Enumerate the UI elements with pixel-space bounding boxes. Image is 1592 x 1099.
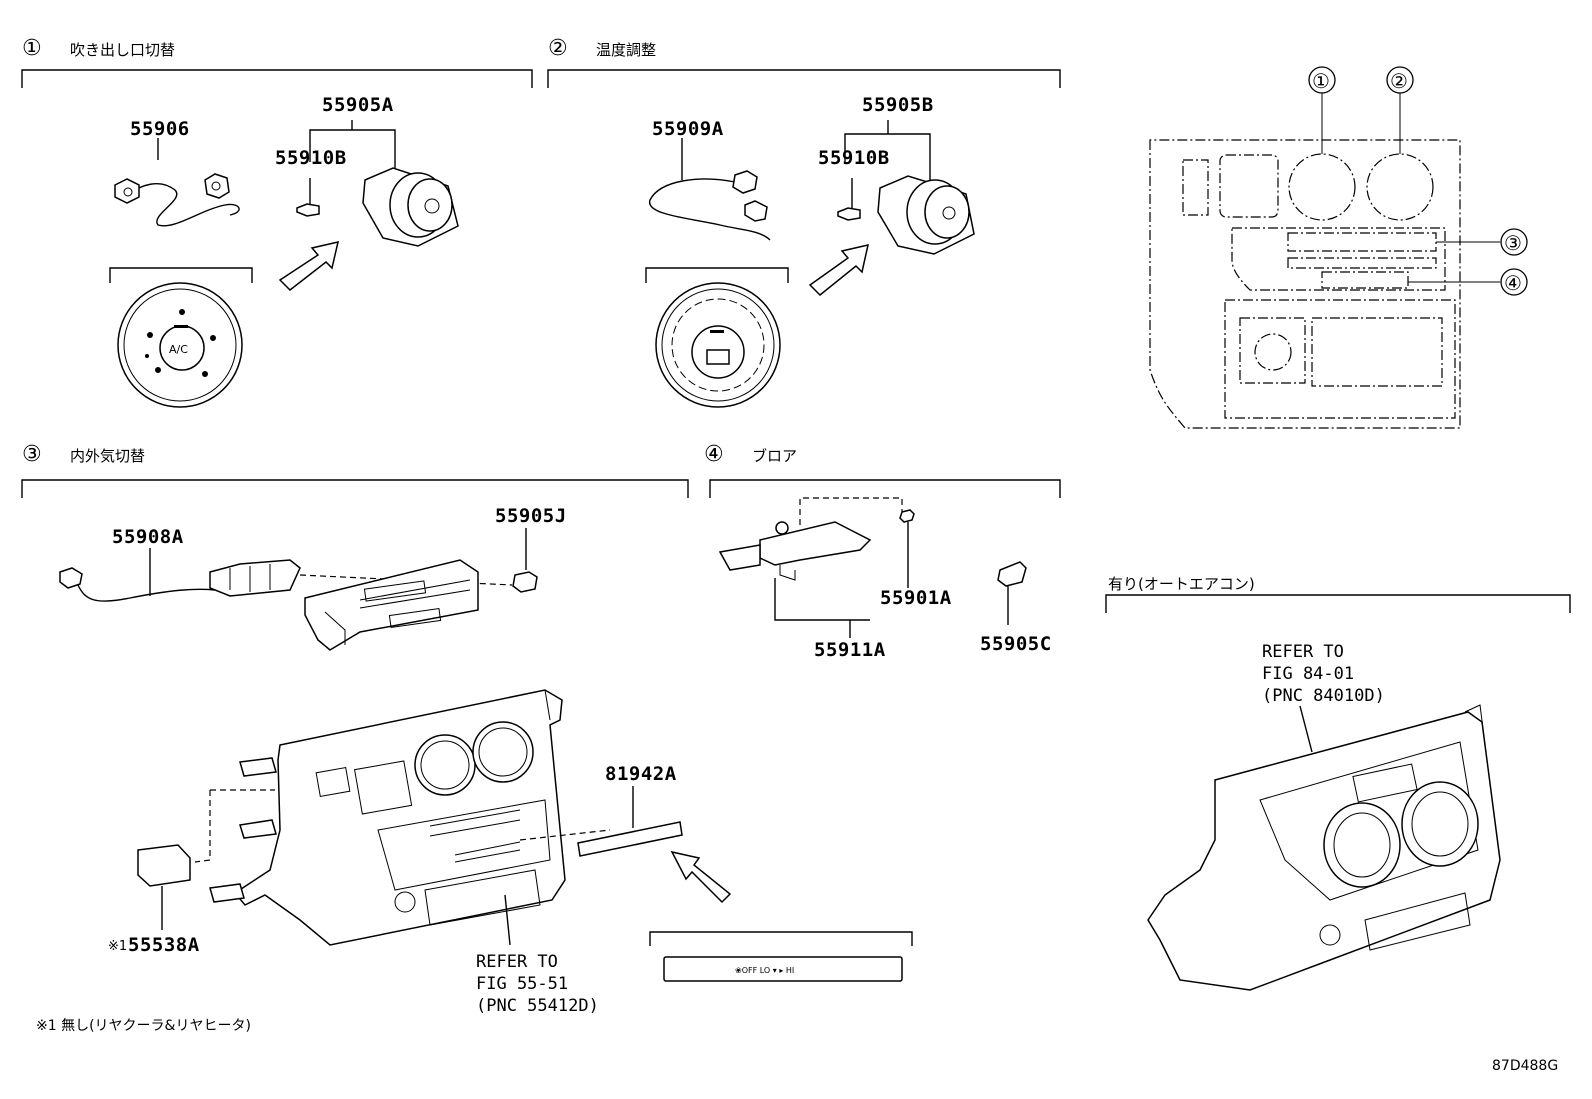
locator-view: ① ② ③ ④ (1149, 66, 1528, 429)
section-3-number: ③ (22, 442, 42, 467)
knob-55905A (362, 167, 459, 247)
section-4-title: ブロア (752, 447, 797, 465)
refer-1-line2: FIG 55-51 (476, 974, 568, 994)
screw-55910B-right (837, 178, 861, 221)
section-1-bracket (21, 69, 533, 88)
part-55901A: 55901A (880, 587, 952, 609)
locator-callout-2: ② (1390, 69, 1408, 93)
control-dial-1: A/C (117, 282, 243, 408)
instrument-panel (194, 689, 611, 946)
plate-closeup-text: ❀OFF LO ▾ ▸ HI (735, 966, 794, 975)
cable-55908A (59, 559, 301, 602)
arrow-section-2 (808, 244, 869, 297)
part-55905J: 55905J (495, 505, 567, 527)
wire-harness-55909A (649, 138, 771, 241)
panel-bracket-1 (109, 267, 253, 283)
auto-ac-label: 有り(オートエアコン) (1108, 575, 1255, 593)
locator-callout-1: ① (1312, 69, 1330, 93)
bracket-55538A (137, 844, 191, 887)
arrow-section-1 (278, 240, 340, 291)
auto-ac-section: 有り(オートエアコン) REFER TO FIG 84-01 (PNC 8401… (1105, 575, 1571, 991)
section-2-title: 温度調整 (596, 41, 656, 59)
footnote: ※1 無し(リヤクーラ&リヤヒータ) (36, 1018, 251, 1034)
panel-bracket-2 (645, 267, 789, 283)
refer-2-line1: REFER TO (1262, 642, 1344, 662)
section-2-number: ② (548, 36, 568, 61)
section-1-number: ① (22, 36, 42, 61)
leader-55905A (309, 120, 396, 175)
part-55910B-right: 55910B (818, 147, 890, 169)
plate-bracket (649, 931, 913, 946)
locator-callout-4: ④ (1504, 271, 1522, 295)
refer-2-line2: FIG 84-01 (1262, 664, 1354, 684)
section-3: ③ 内外気切替 55908A 55905J (21, 442, 689, 651)
part-55905A: 55905A (322, 94, 394, 116)
dial-ac-label: A/C (169, 343, 188, 356)
part-55905B: 55905B (862, 94, 934, 116)
part-55905C: 55905C (980, 633, 1052, 655)
wire-harness-55906 (114, 138, 240, 227)
locator-callout-3: ③ (1504, 231, 1522, 255)
section-4-bracket (709, 479, 1061, 498)
knob-55905J (512, 571, 538, 593)
section-4-number: ④ (704, 442, 724, 467)
refer-2-line3: (PNC 84010D) (1262, 686, 1385, 706)
refer-1-line1: REFER TO (476, 952, 558, 972)
plate-81942A (577, 821, 683, 857)
knob-55905B (877, 175, 975, 255)
section-1-title: 吹き出し口切替 (70, 41, 175, 59)
knob-55905C (997, 561, 1027, 587)
section-3-bracket (21, 479, 689, 498)
screw-55910B-left (296, 178, 320, 217)
part-55910B-left: 55910B (275, 147, 347, 169)
refer-1-line3: (PNC 55412D) (476, 996, 599, 1016)
part-55538A: 55538A (128, 934, 200, 956)
section-1: ① 吹き出し口切替 55906 55905A 55910B (21, 36, 533, 408)
section-2-bracket (547, 69, 1061, 88)
part-55909A: 55909A (652, 118, 724, 140)
arrow-plate (670, 850, 732, 904)
switch-55911A (718, 521, 872, 581)
control-panel-section-3 (304, 559, 479, 651)
part-55906: 55906 (130, 118, 190, 140)
part-55911A: 55911A (814, 639, 886, 661)
section-4: ④ ブロア 55901A 55911A 55905C (704, 442, 1061, 661)
leader-55905B (844, 120, 931, 180)
part-81942A: 81942A (605, 763, 677, 785)
section-3-title: 内外気切替 (70, 447, 145, 465)
plate-closeup (663, 956, 903, 982)
section-2: ② 温度調整 55909A 55905B 55910B (547, 36, 1061, 408)
auto-ac-bracket (1105, 594, 1571, 613)
part-55538A-mark: ※1 (108, 939, 127, 954)
diagram-code: 87D488G (1492, 1058, 1558, 1074)
part-55908A: 55908A (112, 526, 184, 548)
knob-55901A (899, 509, 915, 523)
control-dial-2 (655, 282, 781, 408)
